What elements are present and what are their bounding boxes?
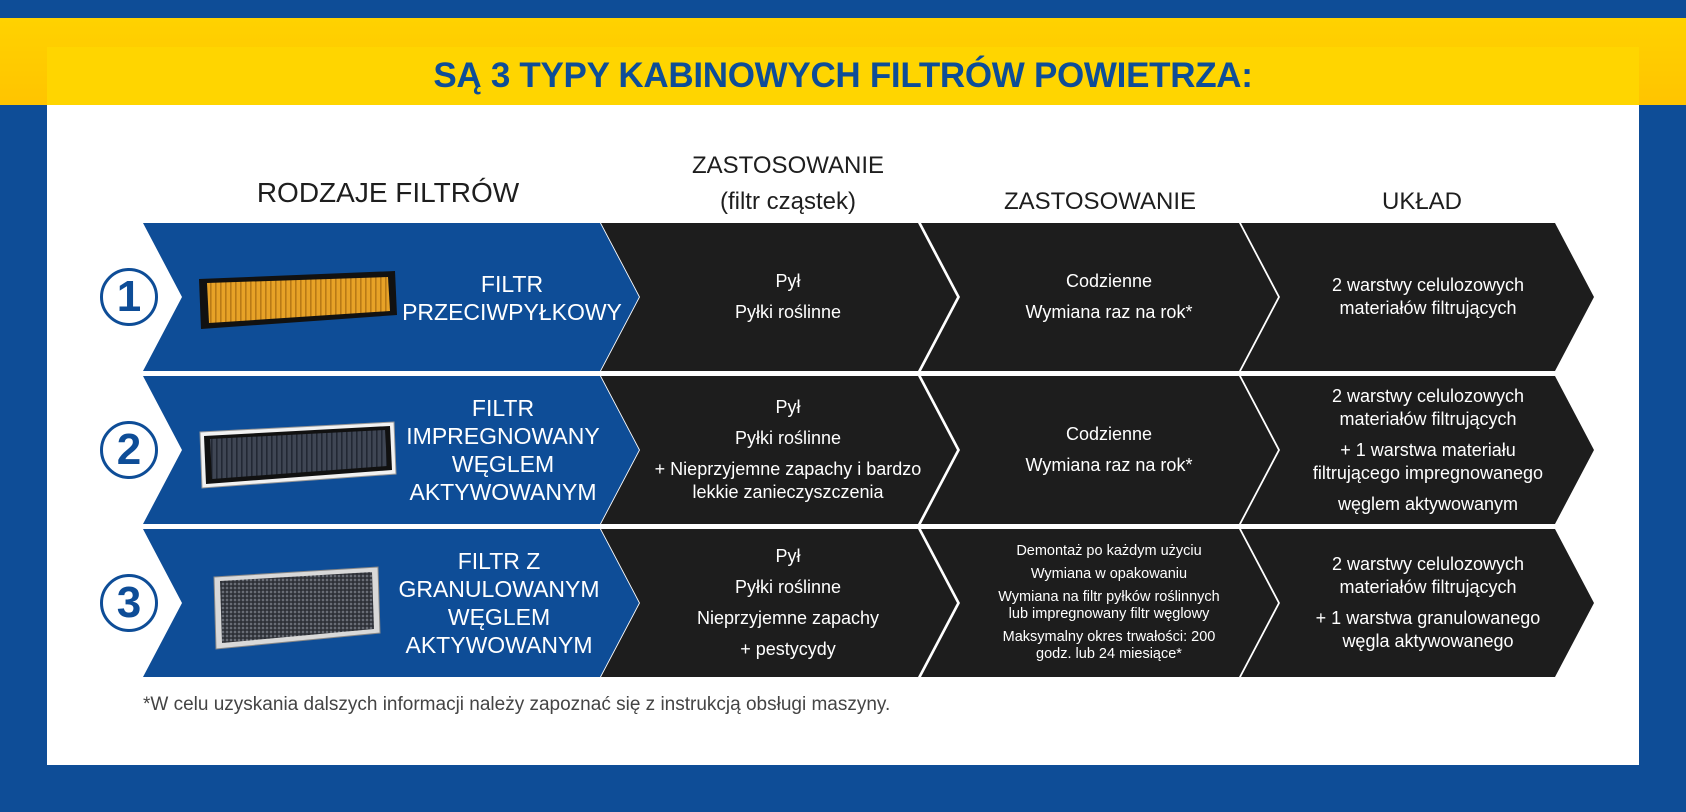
header-application-particles: ZASTOSOWANIE (filtr cząstek) <box>650 148 926 220</box>
usage-item: Demontaż po każdym użyciu <box>1016 543 1202 559</box>
usage-item: Maksymalny okres trwałości: 200 godz. lu… <box>1002 629 1216 662</box>
filter-name-line: WĘGLEM <box>451 451 555 477</box>
layout-arrow <box>1241 529 1594 677</box>
particles-item: Pyłki roślinne <box>734 302 842 322</box>
filter-name-line: PRZECIWPYŁKOWY <box>402 299 622 325</box>
row-number-badge: 2 <box>100 421 158 479</box>
usage-item: Codzienne <box>1065 271 1153 291</box>
particles-cell: Pył Pyłki roślinne Nieprzyjemne zapachy … <box>640 529 936 677</box>
usage-item: Codzienne <box>1065 424 1153 444</box>
layout-cell: 2 warstwy celulozowych materiałów filtru… <box>1280 376 1576 524</box>
title-strip: SĄ 3 TYPY KABINOWYCH FILTRÓW POWIETRZA: <box>47 47 1639 105</box>
layout-item: + 1 warstwa materiału filtrującego impre… <box>1312 439 1544 483</box>
particles-item: + Nieprzyjemne zapachy i bardzo lekkie z… <box>654 459 922 502</box>
particles-item: Pył <box>775 546 801 566</box>
particles-item: Nieprzyjemne zapachy <box>696 608 880 628</box>
filter-name: FILTR IMPREGNOWANY WĘGLEM AKTYWOWANYM <box>398 394 608 506</box>
particles-item: Pyłki roślinne <box>734 577 842 597</box>
filter-name-line: FILTR Z <box>457 548 541 574</box>
particles-arrow <box>601 376 957 524</box>
particles-item: Pył <box>775 271 801 291</box>
usage-item: Wymiana na filtr pyłków roślinnych lub i… <box>998 589 1220 622</box>
usage-cell: Demontaż po każdym użyciu Wymiana w opak… <box>960 529 1258 677</box>
layout-item: 2 warstwy celulozowych materiałów filtru… <box>1331 385 1525 429</box>
filter-name-line: GRANULOWANYM <box>398 576 600 602</box>
footnote: *W celu uzyskania dalszych informacji na… <box>143 694 891 715</box>
particles-item: Pył <box>775 397 801 417</box>
usage-item: Wymiana raz na rok* <box>1025 302 1193 322</box>
particles-item: Pyłki roślinne <box>734 428 842 448</box>
usage-arrow <box>921 376 1278 524</box>
header-application-particles-line1: ZASTOSOWANIE <box>691 152 885 179</box>
header-layout: UKŁAD <box>1381 188 1463 215</box>
usage-item: Wymiana raz na rok* <box>1025 455 1193 475</box>
layout-cell: 2 warstwy celulozowych materiałów filtru… <box>1280 223 1576 371</box>
usage-arrow <box>921 529 1278 677</box>
layout-item: + 1 warstwa granulowanego węgla aktywowa… <box>1315 608 1541 651</box>
layout-item: 2 warstwy celulozowych materiałów filtru… <box>1331 275 1525 318</box>
particles-cell: Pył Pyłki roślinne + Nieprzyjemne zapach… <box>640 376 936 524</box>
usage-item: Wymiana w opakowaniu <box>1030 566 1188 582</box>
header-application-particles-line2: (filtr cząstek) <box>719 188 856 215</box>
filter-name-line: WĘGLEM <box>447 604 551 630</box>
filter-name-line: IMPREGNOWANY <box>406 423 600 449</box>
granulated-carbon-filter-icon <box>213 566 381 650</box>
filter-name-line: AKTYWOWANYM <box>409 479 597 505</box>
layout-item: 2 warstwy celulozowych materiałów filtru… <box>1331 554 1525 597</box>
filter-name: FILTR Z GRANULOWANYM WĘGLEM AKTYWOWANYM <box>388 547 610 659</box>
filter-name: FILTR PRZECIWPYŁKOWY <box>392 270 632 326</box>
filter-name-line: FILTR <box>480 271 544 297</box>
filter-name-line: AKTYWOWANYM <box>405 632 593 658</box>
header-application: ZASTOSOWANIE <box>1003 188 1197 215</box>
header-filter-types: RODZAJE FILTRÓW <box>256 177 520 208</box>
particles-item: + pestycydy <box>740 639 836 659</box>
row-number-badge: 1 <box>100 268 158 326</box>
page-title: SĄ 3 TYPY KABINOWYCH FILTRÓW POWIETRZA: <box>433 56 1253 95</box>
particles-cell: Pył Pyłki roślinne <box>640 223 936 371</box>
impregnated-carbon-filter-icon <box>199 421 397 489</box>
usage-cell: Codzienne Wymiana raz na rok* <box>960 223 1258 371</box>
layout-arrow <box>1241 376 1594 524</box>
filter-row-3: 3 FILTR Z GRANULOWANYM WĘGLEM AKTYWOWANY… <box>0 529 1686 677</box>
particles-arrow <box>601 529 957 677</box>
usage-cell: Codzienne Wymiana raz na rok* <box>960 376 1258 524</box>
filter-row-1: 1 FILTR PRZECIWPYŁKOWY Pył Pyłki roślinn… <box>0 223 1686 371</box>
layout-cell: 2 warstwy celulozowych materiałów filtru… <box>1280 529 1576 677</box>
layout-arrow <box>1241 223 1594 371</box>
particles-arrow <box>601 223 957 371</box>
filter-row-2: 2 FILTR IMPREGNOWANY WĘGLEM AKTYWOWANYM … <box>0 376 1686 524</box>
row-number-badge: 3 <box>100 574 158 632</box>
usage-arrow <box>921 223 1278 371</box>
pollen-filter-icon <box>199 271 397 329</box>
filter-name-line: FILTR <box>471 395 535 421</box>
layout-item: węglem aktywowanym <box>1337 493 1519 514</box>
